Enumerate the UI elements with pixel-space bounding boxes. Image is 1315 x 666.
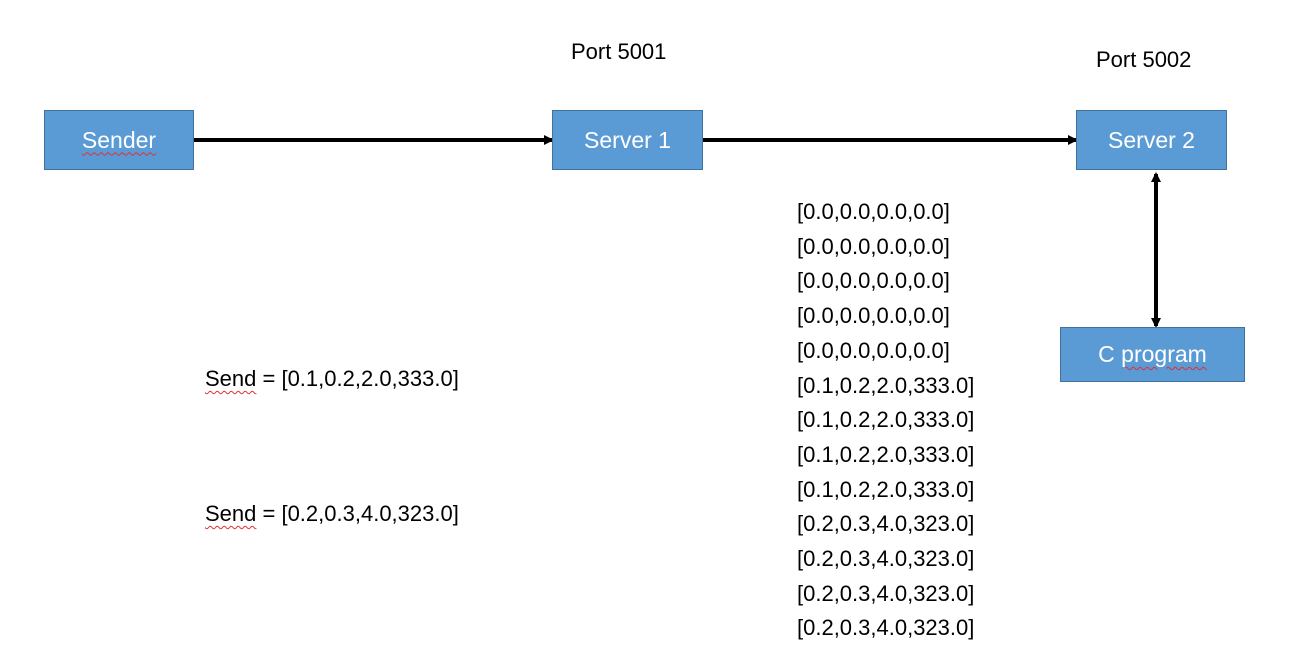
buffer-row: [0.2,0.3,4.0,323.0] [797,546,975,572]
sender-node[interactable]: Sender [44,110,194,170]
send-annotation-2: Send = [0.2,0.3,4.0,323.0] [205,501,459,527]
buffer-row: [0.1,0.2,2.0,333.0] [797,372,975,398]
buffer-row: [0.0,0.0,0.0,0.0] [797,233,950,259]
server2-node-label: Server 2 [1108,126,1195,153]
server1-node-label: Server 1 [584,126,671,153]
buffer-row: [0.0,0.0,0.0,0.0] [797,337,950,363]
sender-node-label: Sender [81,126,157,153]
c-program-node[interactable]: C program [1060,327,1245,382]
send-keyword-1: Send [205,366,257,391]
buffer-row: [0.1,0.2,2.0,333.0] [797,407,975,433]
c-program-prefix: C [1098,341,1122,367]
send-payload-1: = [0.1,0.2,2.0,333.0] [256,366,459,391]
buffer-row: [0.1,0.2,2.0,333.0] [797,441,975,467]
c-program-word: program [1121,341,1207,367]
server2-node[interactable]: Server 2 [1076,110,1227,170]
server1-node[interactable]: Server 1 [552,110,703,170]
send-payload-2: = [0.2,0.3,4.0,323.0] [256,501,459,526]
buffer-row: [0.2,0.3,4.0,323.0] [797,580,975,606]
send-annotation-1: Send = [0.1,0.2,2.0,333.0] [205,366,459,392]
buffer-row: [0.0,0.0,0.0,0.0] [797,199,950,224]
buffer-row: [0.0,0.0,0.0,0.0] [797,268,950,294]
server-buffer-list: [0.0,0.0,0.0,0.0] [0.0,0.0,0.0,0.0] [0.0… [797,195,974,646]
buffer-row: [0.1,0.2,2.0,333.0] [797,476,975,502]
buffer-row: [0.2,0.3,4.0,323.0] [797,615,975,641]
buffer-row: [0.2,0.3,4.0,323.0] [797,511,975,537]
port-label-server2: Port 5002 [1096,47,1192,72]
c-program-node-label: C program [1098,341,1207,368]
buffer-row: [0.0,0.0,0.0,0.0] [797,303,950,329]
send-keyword-2: Send [205,501,257,526]
port-label-server1: Port 5001 [571,39,667,64]
